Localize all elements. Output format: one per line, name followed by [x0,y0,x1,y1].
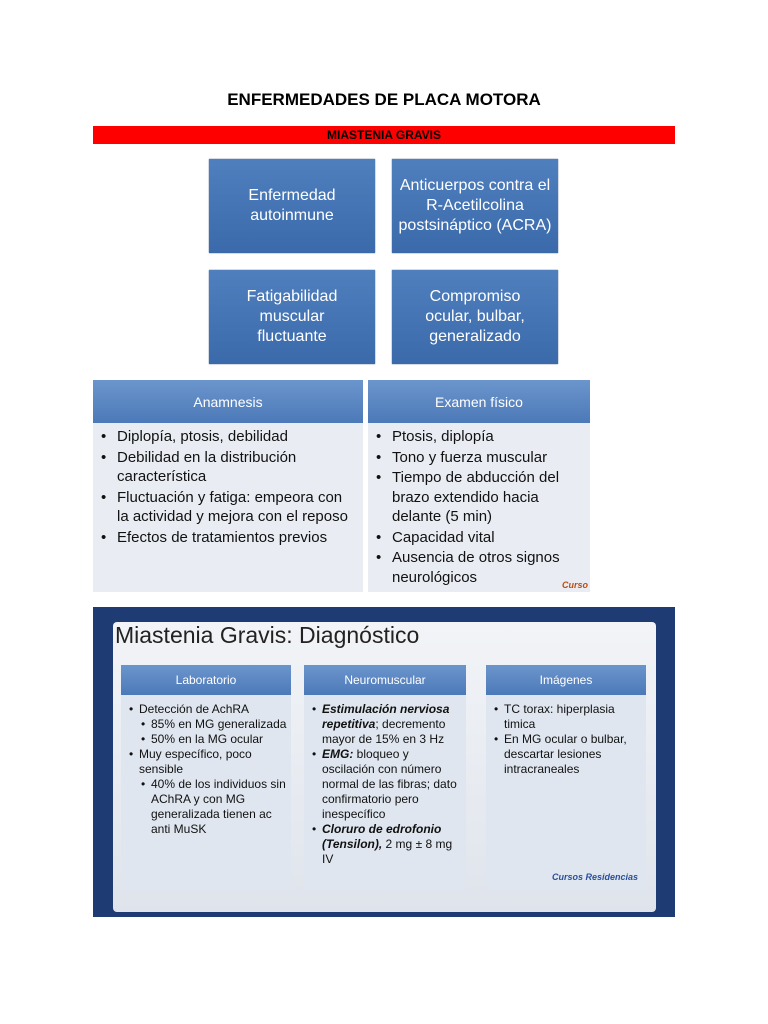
box-text: Anticuerpos contra el R-Acetilcolina pos… [398,177,552,234]
box-text: Fatigabilidad muscular fluctuante [246,288,338,345]
list-item: Cloruro de edrofonio (Tensilon), 2 mg ± … [312,822,462,867]
list-item: En MG ocular o bulbar, descartar lesione… [494,732,642,777]
examen-fisico-list: Ptosis, diplopía Tono y fuerza muscular … [368,427,590,588]
list-item: Detección de AchRA [129,702,287,717]
laboratorio-heading: Laboratorio [121,665,291,695]
list-item: Fluctuación y fatiga: empeora con la act… [101,488,357,527]
examen-fisico-heading: Examen físico [368,380,590,423]
examen-fisico-panel: Examen físico Ptosis, diplopía Tono y fu… [368,380,590,592]
list-item: Capacidad vital [376,528,586,548]
list-item: 85% en MG generalizada [141,717,287,732]
logo-cursos: Cursos Residencias [551,872,638,882]
list-item: 40% de los individuos sin AChRA y con MG… [141,777,287,837]
list-item: TC torax: hiperplasia timica [494,702,642,732]
anamnesis-heading: Anamnesis [93,380,363,423]
list-item: Diplopía, ptosis, debilidad [101,427,357,447]
anamnesis-panel: Anamnesis Diplopía, ptosis, debilidad De… [93,380,363,592]
item-text: bloqueo y oscilación con número normal d… [322,747,457,821]
neuromuscular-heading: Neuromuscular [304,665,466,695]
item-text: ; decremento mayor de 15% en 3 Hz [322,717,446,746]
list-item: Tiempo de abducción del brazo extendido … [376,468,586,527]
box-enfermedad-autoinmune: Enfermedad autoinmune [209,159,375,253]
column-imagenes: Imágenes TC torax: hiperplasia timica En… [486,665,646,890]
column-laboratorio: Laboratorio Detección de AchRA 85% en MG… [121,665,291,890]
bold-term: EMG: [322,747,354,761]
box-compromiso: Compromiso ocular, bulbar, generalizado [392,270,558,364]
list-item: EMG: bloqueo y oscilación con número nor… [312,747,462,822]
list-item: Ausencia de otros signos neurológicos [376,548,586,587]
slide-title: Miastenia Gravis: Diagnóstico [115,622,420,648]
list-item: Tono y fuerza muscular [376,448,586,468]
imagenes-heading: Imágenes [486,665,646,695]
section-banner: MIASTENIA GRAVIS [93,126,675,144]
list-item: 50% en la MG ocular [141,732,287,747]
list-item: Muy específico, poco sensible [129,747,287,777]
anamnesis-list: Diplopía, ptosis, debilidad Debilidad en… [93,427,363,548]
bold-term: Cloruro de edrofonio (Tensilon), [322,822,442,851]
box-fatigabilidad: Fatigabilidad muscular fluctuante [209,270,375,364]
box-text: Enfermedad autoinmune [248,187,336,224]
list-item: Estimulación nerviosa repetitiva; decrem… [312,702,462,747]
box-anticuerpos: Anticuerpos contra el R-Acetilcolina pos… [392,159,558,253]
list-item: Efectos de tratamientos previos [101,528,357,548]
list-item: Debilidad en la distribución característ… [101,448,357,487]
list-item: Ptosis, diplopía [376,427,586,447]
column-neuromuscular: Neuromuscular Estimulación nerviosa repe… [304,665,466,890]
item-text: 2 mg ± 8 mg IV [322,837,453,866]
logo-small: Curso [561,580,588,590]
box-text: Compromiso ocular, bulbar, generalizado [425,288,525,345]
document-title: ENFERMEDADES DE PLACA MOTORA [227,90,541,109]
bold-term: Estimulación nerviosa repetitiva [322,702,450,731]
